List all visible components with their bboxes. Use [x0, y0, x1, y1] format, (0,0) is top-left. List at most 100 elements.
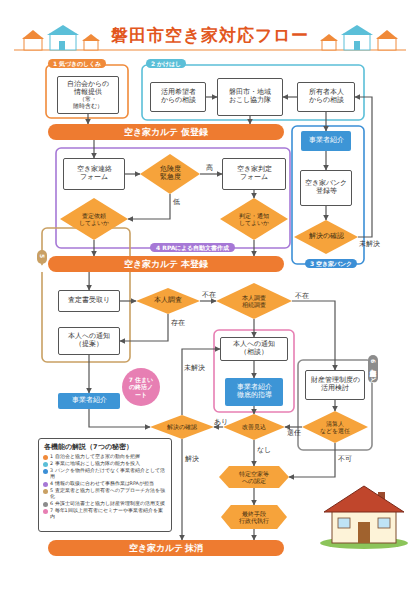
node-text: 自治会からの 情報提供 — [65, 81, 111, 96]
status-band: 空き家カルテ 仮登録 — [48, 124, 284, 140]
node-text: 空き家連絡 フォーム — [76, 166, 112, 181]
decision-diamond: 本人調査 相続調査 — [216, 283, 292, 319]
node-text: 特定空家等 への認定 — [236, 470, 272, 485]
process-box: 活用希望者 からの相談 — [150, 82, 206, 112]
legend-text: 1 自治会と協力して空き家の動向を把握 — [50, 454, 140, 460]
flow-arrow — [253, 406, 254, 414]
edge-label: 未解決 — [184, 364, 205, 372]
edge-label: 不可 — [338, 455, 352, 463]
node-text: 事業者紹介 徹底的指導 — [234, 384, 274, 399]
flow-arrow — [214, 426, 223, 427]
section-tag: 6 相続財産清算人など — [368, 355, 378, 383]
decision-diamond: 本人調査 — [136, 288, 200, 314]
house-roof — [376, 30, 398, 39]
section-frame — [292, 126, 364, 264]
legend-swatch — [43, 489, 48, 494]
node-text: 空き家カルテ 抹消 — [129, 543, 204, 553]
flow-arrow — [325, 151, 326, 170]
edge-label: 存在 — [171, 319, 185, 327]
referral-box: 事業者紹介 徹底的指導 — [225, 378, 283, 406]
node-text: 空き家カルテ 本登録 — [124, 259, 208, 269]
decision-diamond: 改善見込 — [223, 414, 285, 440]
legend-text: 3 バンクを物件紹介だけでなく事業者紹介として活用 — [50, 468, 167, 480]
house-row-left — [22, 25, 100, 50]
shape-fill — [294, 220, 358, 254]
section-tag: 3 空き家バンク — [305, 259, 357, 268]
flow-arrow — [285, 426, 302, 427]
house-row-right — [320, 25, 398, 50]
flow-arrow — [88, 272, 89, 290]
node-text: 空き家バンク 登録等 — [305, 180, 347, 195]
shape-fill — [223, 414, 285, 440]
edge-label: なし — [257, 446, 271, 454]
node-text: 査定依頼 してよいか — [77, 212, 111, 227]
house-window — [378, 518, 390, 528]
shape-fill — [216, 283, 292, 319]
flow-arrow — [200, 173, 222, 174]
house-illustration — [320, 486, 408, 549]
process-box: 所有者本人 からの相談 — [297, 82, 355, 112]
legend-text: 2 事業に地域おこし協力隊の能力を投入 — [50, 461, 140, 467]
flow-arrow — [128, 194, 170, 219]
node-text: 判定・通知 してよいか — [237, 212, 271, 227]
action-hexagon: 特定空家等 への認定 — [219, 466, 289, 488]
section-frame — [214, 330, 294, 412]
section-tag: 5 司法書士調査業務 — [37, 250, 47, 264]
house-roof — [324, 486, 404, 512]
flow-arrow — [93, 140, 94, 158]
house-wall — [50, 34, 76, 50]
process-box: 磐田市・地域 おこし協力隊 — [217, 78, 283, 116]
house-door — [354, 41, 360, 50]
flow-arrow — [200, 300, 216, 301]
legend-text: 7 毎年1回以上所有者にセミナーや事業者紹介を案内 — [50, 508, 167, 520]
edge-label: 低 — [173, 198, 180, 206]
edge-label: 高 — [206, 164, 213, 172]
shape-fill — [150, 415, 214, 439]
section-frame — [298, 360, 372, 450]
legend-row: 5 査定業者と協力し所有者へのアプローチ方法を強化 — [43, 488, 167, 500]
shape-fill — [220, 198, 288, 240]
flow-arrow — [253, 488, 254, 505]
status-band: 空き家カルテ 抹消 — [48, 540, 284, 556]
node-text: 本人調査 — [151, 297, 185, 305]
flow-arrow — [253, 529, 254, 540]
section-frame — [46, 65, 128, 118]
flow-arrow — [253, 240, 254, 256]
node-text: 事業者紹介 — [69, 397, 109, 405]
legend-row: 4 情報の取扱に合わせて事務作業はRPAが担当 — [43, 481, 167, 487]
flow-arrow — [253, 190, 254, 198]
flow-arrow — [283, 96, 297, 97]
edge-label: 選任 — [287, 429, 301, 437]
process-box: 本人への通知 （相談） — [220, 337, 288, 361]
flow-arrow — [182, 349, 220, 415]
legend-text: 6 弁護士司法書士と協力し財産管理制度の活用支援 — [50, 501, 165, 507]
node-text: 解決の確認 — [162, 423, 202, 430]
shape-fill — [219, 466, 289, 488]
legend-row: 1 自治会と協力して空き家の動向を把握 — [43, 454, 167, 460]
legend-title: 各機能の解説（7つの秘密） — [44, 443, 133, 451]
decision-diamond: 判定・通知 してよいか — [220, 198, 288, 240]
flow-arrow — [181, 439, 182, 540]
house-roof — [320, 34, 338, 41]
legend-row: 2 事業に地域おこし協力隊の能力を投入 — [43, 461, 167, 467]
edge-label: 未解決 — [359, 240, 380, 248]
flow-arrow — [249, 116, 250, 124]
edge-label: 不在 — [295, 292, 309, 300]
decision-diamond: 解決の確認 — [294, 220, 358, 254]
house-wall — [24, 38, 42, 50]
flow-arrow — [88, 355, 89, 393]
node-text: 清算人 などを選任 — [317, 420, 353, 435]
referral-box: 事業者紹介 — [301, 131, 351, 151]
flow-arrow — [325, 112, 326, 131]
process-box: 空き家判定 フォーム — [222, 158, 286, 190]
node-text: 改善見込 — [237, 423, 271, 430]
process-box: 本人への通知 （提案） — [58, 327, 120, 355]
node-text: 危険度 緊急度 — [158, 166, 182, 181]
house-door — [59, 41, 65, 50]
house-roof — [47, 25, 79, 35]
flow-arrow — [120, 300, 136, 301]
edge-label: あり — [214, 418, 228, 426]
legend-swatch — [43, 455, 48, 460]
flow-arrow — [334, 400, 335, 411]
section-frames — [42, 65, 372, 450]
